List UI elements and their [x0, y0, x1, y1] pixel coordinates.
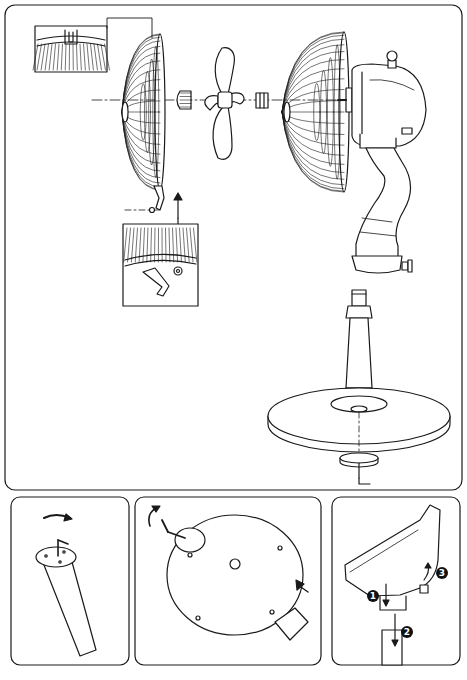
- rear-grille: [282, 32, 349, 192]
- base-underside-step: [149, 506, 308, 640]
- panel-frame: [11, 497, 129, 665]
- panel-frame: [332, 497, 460, 665]
- clip-detail-inset: [123, 224, 198, 306]
- main-frame: [5, 5, 462, 490]
- fan-base: [268, 388, 450, 455]
- panel-frame: [135, 497, 321, 665]
- fan-blade: [205, 48, 244, 160]
- pole-bolt-step: [36, 514, 96, 656]
- base-bolt: [340, 453, 378, 484]
- grille-clip: [150, 186, 183, 224]
- callout-number: 1: [367, 590, 379, 602]
- motor-housing: [338, 51, 426, 148]
- spinner-nut: [256, 93, 268, 108]
- arm-pole-step: [345, 505, 440, 665]
- grille-detail-inset: [35, 18, 152, 72]
- callout-number: 3: [436, 567, 448, 579]
- spinner-cap: [177, 91, 191, 109]
- front-grille: [122, 34, 165, 190]
- callout-number: 2: [401, 626, 413, 638]
- fan-pole: [332, 290, 386, 402]
- fan-arm: [352, 148, 412, 273]
